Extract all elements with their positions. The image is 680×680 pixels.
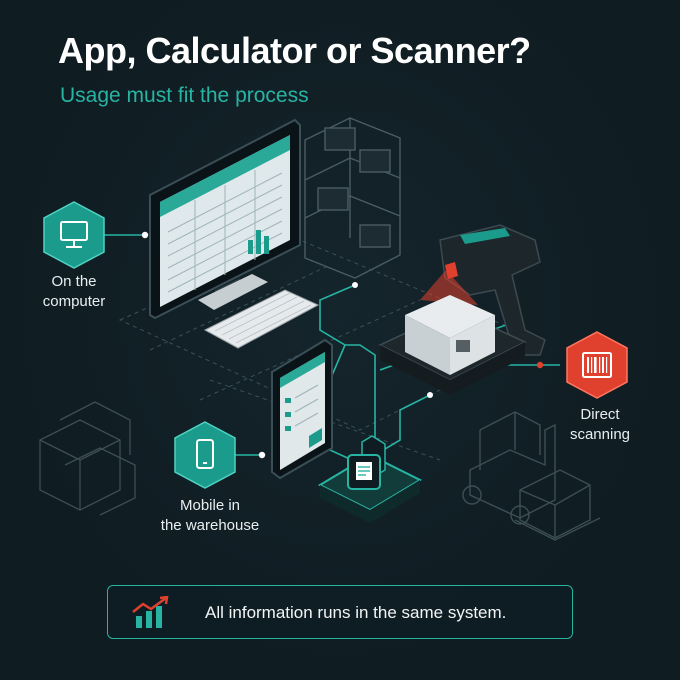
barcode-icon [582,352,612,378]
node-label-computer: On the computer [42,273,106,310]
monitor-icon [60,221,88,248]
node-mobile [174,421,236,489]
mobile-phone [271,338,333,480]
node-computer [43,201,105,269]
banner-text: All information runs in the same system. [205,603,507,622]
info-banner: All information runs in the same system. [107,585,573,639]
node-scanning [566,331,628,399]
computer-monitor [149,118,301,320]
page-title: App, Calculator or Scanner? [58,30,531,71]
storage-shelf [304,117,401,279]
forklift [462,411,601,541]
scan-beam [420,270,478,305]
node-label-scanning: Direct scanning [569,406,631,443]
system-hub [317,435,423,523]
keyboard [203,289,320,349]
stacked-boxes [39,401,136,516]
page-subtitle: Usage must fit the process [60,84,309,107]
node-label-mobile: Mobile in the warehouse [160,497,260,534]
growth-chart-icon [132,596,169,628]
smartphone-icon [196,439,214,469]
package-box [405,295,495,375]
